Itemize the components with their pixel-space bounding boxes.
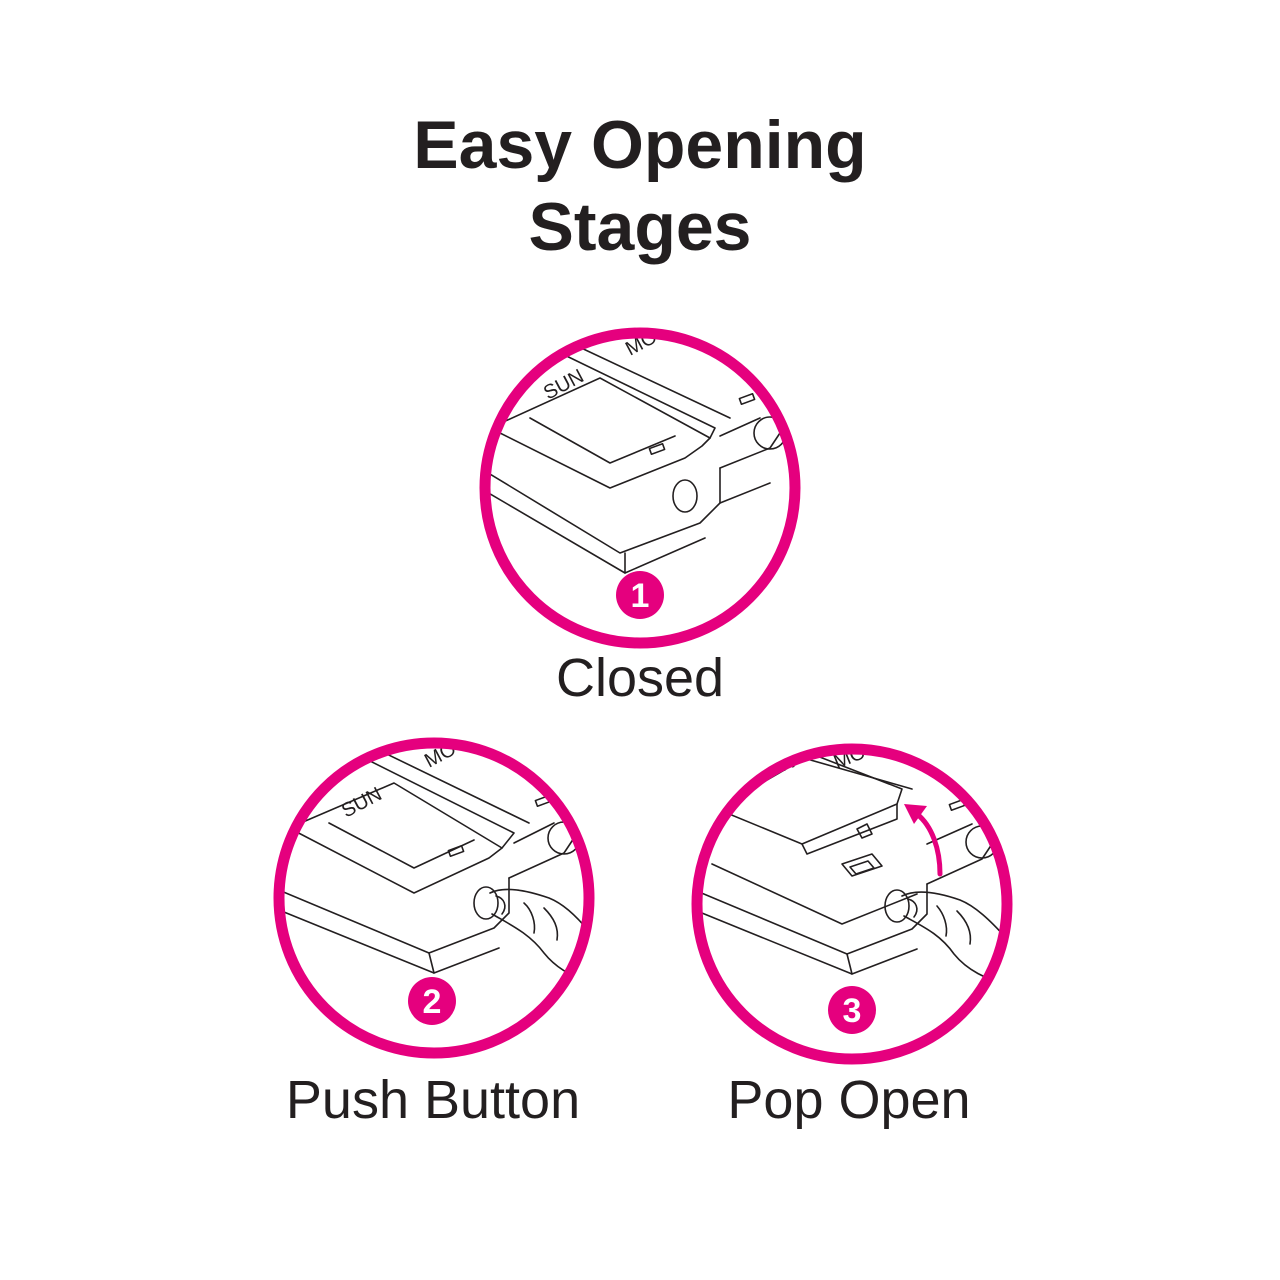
stage-number-badge [408,977,456,1025]
stage-label-closed: Closed [555,648,725,708]
stage-number-badge [616,571,664,619]
stage-label-push-button: Push Button [285,1070,581,1130]
title-line-2: Stages [528,189,752,265]
day-label-sun: SUN [540,365,588,404]
stage-number: 2 [423,983,442,1021]
closed-pill-box-illustration: SUN MO 1 [479,327,801,649]
stage-closed-illustration: SUN MO 1 [470,318,810,658]
pill-box-drawing: SUN MO [279,743,589,984]
arrow-head-icon [904,804,927,824]
lift-arrow-icon [914,811,943,877]
stage-label-pop-open: Pop Open [727,1070,971,1130]
stage-ring [479,327,801,649]
stage-ring [691,743,1013,1065]
stage-pop-open-illustration: SUN MO 3 [682,734,1022,1074]
stage-ring [273,737,595,1059]
stage-number: 3 [843,992,862,1030]
title-line-1: Easy Opening [413,107,867,183]
push-button-pill-box-illustration: SUN MO 2 [273,737,595,1059]
pop-open-pill-box-illustration: SUN MO 3 [691,743,1013,1065]
stage-push-button-illustration: SUN MO 2 [264,728,604,1068]
pill-box-drawing: SUN MO [697,749,1007,985]
stage-number: 1 [631,577,650,615]
pill-box-drawing: SUN MO [485,333,791,574]
page-title: Easy Opening Stages [0,104,1280,268]
stage-number-badge [828,986,876,1034]
